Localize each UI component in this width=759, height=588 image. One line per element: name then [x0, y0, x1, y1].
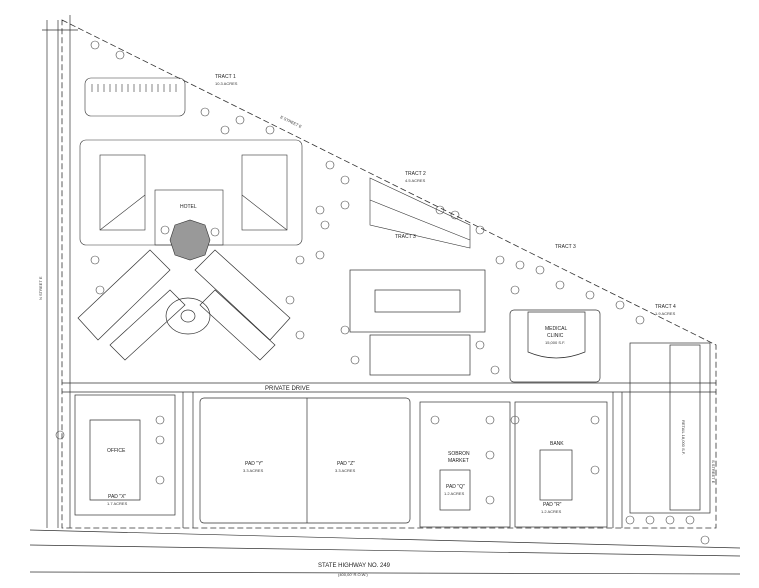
- tree: [585, 290, 595, 300]
- tree: [350, 355, 360, 365]
- tree: [295, 255, 305, 265]
- tract4-label: TRACT 4: [655, 304, 676, 310]
- tree: [645, 515, 655, 525]
- tree: [340, 175, 350, 185]
- tree: [510, 415, 520, 425]
- tree: [115, 50, 125, 60]
- medical-label: MEDICAL: [545, 326, 567, 332]
- pad-y-label: PAD "Y": [245, 461, 263, 467]
- tree: [590, 465, 600, 475]
- tract4-retail: [629, 342, 711, 514]
- tree: [535, 265, 545, 275]
- pad-z-label: PAD "Z": [337, 461, 355, 467]
- grocery-label: SOBRON: [448, 451, 470, 457]
- tract4-acres: 1.9 ACRES: [655, 311, 676, 316]
- hotel-label: HOTEL: [180, 204, 197, 210]
- tree: [495, 255, 505, 265]
- tract1-acres: 10.3 ACRES: [215, 81, 238, 86]
- tree: [315, 250, 325, 260]
- pad-y-acres: 3.3 ACRES: [243, 468, 264, 473]
- tree: [90, 255, 100, 265]
- tree: [665, 515, 675, 525]
- tree: [510, 285, 520, 295]
- grocery-label2: MARKET: [448, 458, 469, 464]
- office-label: OFFICE: [107, 448, 126, 454]
- tract2-label: TRACT 2: [405, 171, 426, 177]
- pad-x-acres: 1.7 ACRES: [107, 501, 128, 506]
- tree: [450, 210, 460, 220]
- tract2-parking: [369, 177, 471, 249]
- tree: [220, 125, 230, 135]
- tree: [340, 200, 350, 210]
- street-right-label: S STREET E: [711, 460, 716, 484]
- tree: [235, 115, 245, 125]
- tract3-label: TRACT 3: [395, 234, 416, 240]
- pad-r-label: PAD "R": [543, 502, 562, 508]
- tree: [590, 415, 600, 425]
- pad-z-acres: 3.3 ACRES: [335, 468, 356, 473]
- trees: [55, 40, 710, 545]
- tree: [475, 340, 485, 350]
- tree: [200, 107, 210, 117]
- tree: [515, 260, 525, 270]
- tree: [435, 205, 445, 215]
- tree: [285, 295, 295, 305]
- tree: [325, 160, 335, 170]
- tree: [340, 325, 350, 335]
- tree: [625, 515, 635, 525]
- highway-row: (400,00' R.O.W.): [338, 572, 368, 577]
- tree: [485, 450, 495, 460]
- tree: [160, 225, 170, 235]
- street-left-label: N STREET E: [38, 276, 43, 300]
- medical-clinic: [509, 309, 601, 383]
- retail-label: RETAIL 18,000 S.F.: [681, 420, 686, 455]
- highway-label: STATE HIGHWAY NO. 249: [318, 563, 391, 569]
- tree: [685, 515, 695, 525]
- tree: [155, 415, 165, 425]
- tree: [265, 125, 275, 135]
- property-boundary: [61, 19, 717, 529]
- tree: [490, 365, 500, 375]
- tree: [155, 435, 165, 445]
- street-diag-label: E STREET E: [280, 114, 303, 129]
- private-drive: [62, 382, 716, 528]
- tree: [615, 300, 625, 310]
- pads: [74, 394, 608, 528]
- pad-q-acres: 1.2 ACRES: [444, 491, 465, 496]
- tree: [430, 415, 440, 425]
- tree: [485, 415, 495, 425]
- tree: [90, 40, 100, 50]
- tree: [475, 225, 485, 235]
- hotel-parking: [79, 139, 303, 261]
- pad-x-label: PAD "X": [108, 494, 126, 500]
- medical-sf: 15,000 S.F.: [545, 340, 565, 345]
- left-road: [42, 15, 78, 528]
- tree: [700, 535, 710, 545]
- medical-label2: CLINIC: [547, 333, 564, 339]
- tract2-acres: 4.5 ACRES: [405, 178, 426, 183]
- tree: [155, 475, 165, 485]
- private-drive-label: PRIVATE DRIVE: [265, 386, 310, 392]
- tree: [320, 220, 330, 230]
- tree: [555, 280, 565, 290]
- tree: [295, 330, 305, 340]
- pad-r-acres: 1.2 ACRES: [541, 509, 562, 514]
- tree: [55, 430, 65, 440]
- pad-q-label: PAD "Q": [446, 484, 465, 490]
- tree: [95, 285, 105, 295]
- bank-label: BANK: [550, 441, 564, 447]
- tract3b-label: TRACT 3: [555, 244, 576, 250]
- tree: [485, 495, 495, 505]
- tract1-label: TRACT 1: [215, 74, 236, 80]
- hotel-wings: [77, 249, 291, 361]
- tract1-top-parking: [84, 77, 186, 117]
- hotel-gazebo: [169, 219, 211, 261]
- tree: [210, 227, 220, 237]
- tree: [635, 315, 645, 325]
- highway: [29, 529, 741, 575]
- tract3-building: [349, 269, 486, 376]
- tree: [315, 205, 325, 215]
